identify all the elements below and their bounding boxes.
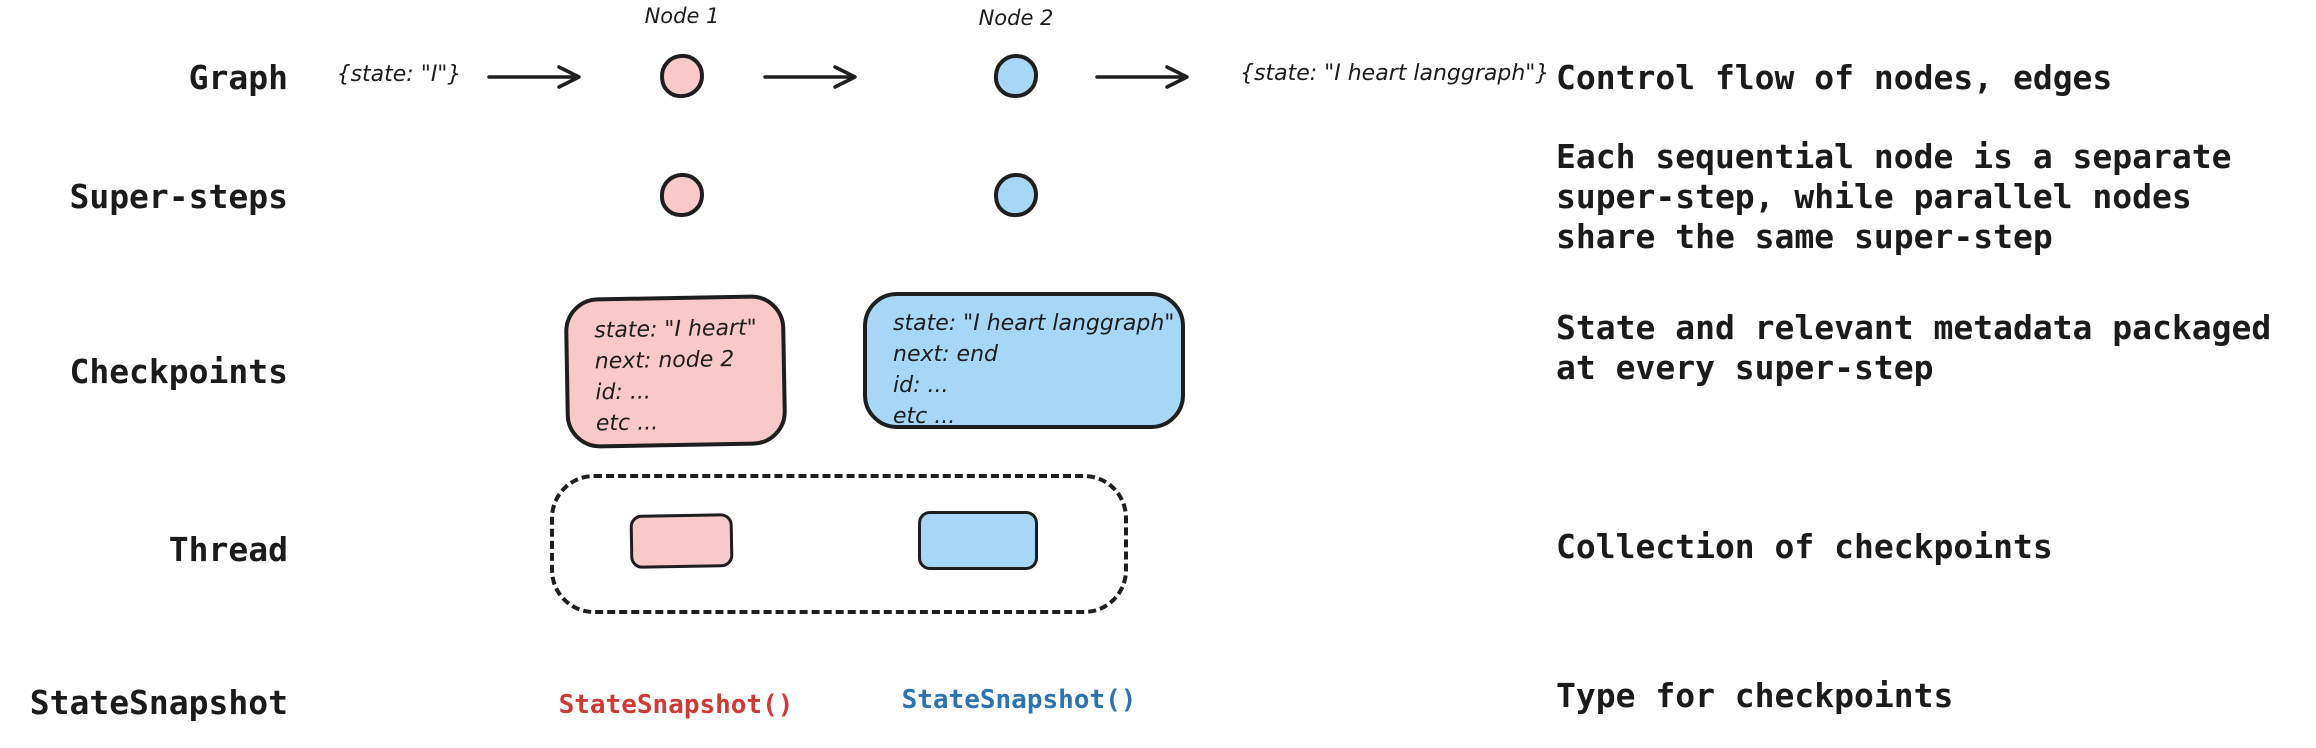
node2-label: Node 2 — [978, 6, 1054, 30]
supersteps-description-line: super-step, while parallel nodes — [1556, 177, 2192, 216]
statesnapshot1-code: StateSnapshot() — [558, 690, 794, 720]
row-label-supersteps: Super-steps — [69, 177, 288, 216]
checkpoint1-line: id: ... — [595, 379, 652, 406]
thread-dashed-container — [550, 474, 1128, 614]
thread-checkpoint2-box — [918, 511, 1038, 570]
arrow-right-icon — [1095, 65, 1189, 89]
graph-output-state-text: {state: "I heart langgraph"} — [1240, 61, 1550, 86]
supersteps-description-line: share the same super-step — [1556, 217, 2053, 256]
node1-circle — [658, 52, 706, 100]
row-label-thread: Thread — [168, 530, 288, 569]
checkpoint2-box: state: "I heart langgraph" next: end id:… — [863, 292, 1185, 429]
row-label-checkpoints: Checkpoints — [69, 352, 288, 391]
row-label-statesnapshot: StateSnapshot — [29, 683, 288, 722]
statesnapshot2-code: StateSnapshot() — [901, 685, 1137, 715]
checkpoints-description: State and relevant metadata packaged at … — [1556, 308, 2271, 388]
node2-circle — [992, 52, 1040, 100]
supersteps-description: Each sequential node is a separate super… — [1556, 137, 2232, 257]
checkpoint1-line: next: node 2 — [594, 346, 735, 375]
row-label-graph: Graph — [188, 58, 288, 97]
arrow-right-icon — [763, 65, 857, 89]
arrow-right-icon — [487, 65, 581, 89]
checkpoints-description-line: at every super-step — [1556, 348, 1934, 387]
checkpoint2-line: state: "I heart langgraph" — [893, 311, 1175, 336]
thread-description: Collection of checkpoints — [1556, 527, 2053, 566]
superstep1-circle — [659, 172, 705, 218]
supersteps-description-line: Each sequential node is a separate — [1556, 137, 2232, 176]
node1-label: Node 1 — [644, 4, 720, 28]
graph-input-state-text: {state: "I"} — [336, 62, 462, 87]
checkpoint2-line: etc ... — [893, 404, 956, 429]
checkpoints-description-line: State and relevant metadata packaged — [1556, 308, 2272, 347]
checkpoint1-line: etc ... — [595, 410, 659, 437]
superstep2-circle — [992, 171, 1040, 219]
checkpoint1-line: state: "I heart" — [594, 315, 757, 344]
thread-checkpoint1-box — [629, 513, 734, 569]
statesnapshot-description: Type for checkpoints — [1556, 676, 1954, 715]
checkpoint2-line: next: end — [893, 342, 998, 367]
graph-description: Control flow of nodes, edges — [1556, 58, 2113, 97]
checkpoint1-box: state: "I heart" next: node 2 id: ... et… — [563, 294, 788, 449]
checkpoint2-line: id: ... — [893, 373, 949, 398]
